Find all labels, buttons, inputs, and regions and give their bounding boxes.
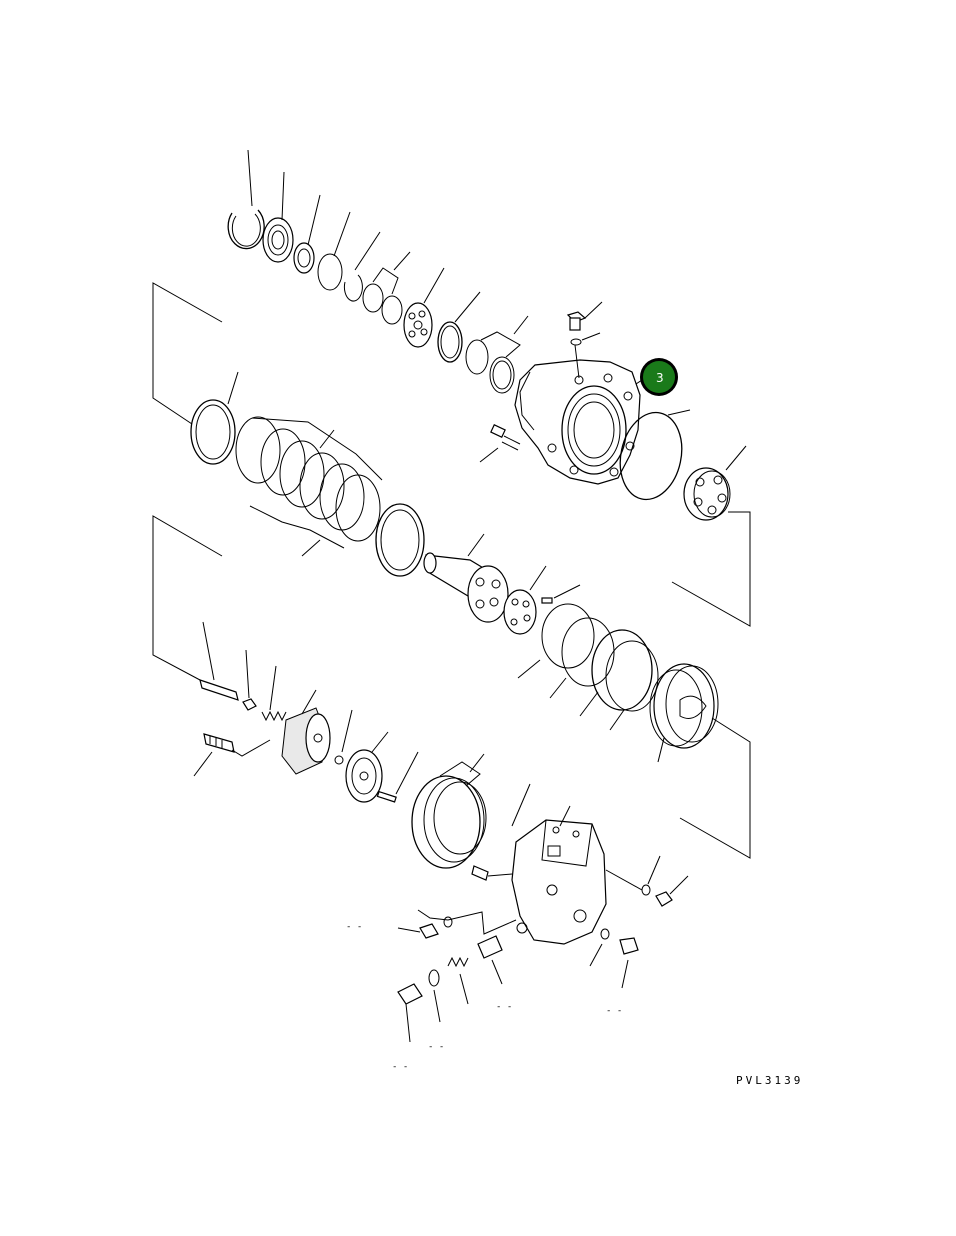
part-oring-lower-right[interactable] bbox=[589, 928, 610, 967]
leader-bracket-left-lower bbox=[152, 515, 223, 681]
part-bolt-top[interactable] bbox=[566, 301, 603, 379]
dash-label-3: - - bbox=[606, 1006, 623, 1016]
leader-bracket-right-upper bbox=[671, 511, 751, 627]
part-cylinder-plate[interactable] bbox=[503, 565, 547, 635]
leader-bracket-right-lower bbox=[679, 717, 751, 859]
leader-bracket-left-upper bbox=[152, 282, 223, 425]
part-spool[interactable] bbox=[477, 935, 503, 985]
part-bearing-lower[interactable] bbox=[345, 731, 389, 803]
callout-badge-3[interactable]: 3 bbox=[640, 358, 678, 396]
part-plug-bottom[interactable] bbox=[397, 983, 423, 1043]
part-valve-body[interactable] bbox=[511, 783, 607, 945]
part-piston-plate[interactable] bbox=[403, 267, 445, 348]
part-bolt-side[interactable] bbox=[479, 424, 521, 463]
part-oring-bottom[interactable] bbox=[428, 969, 441, 1023]
part-snap-ring-2[interactable] bbox=[343, 231, 381, 302]
dash-label-4: - - bbox=[428, 1042, 445, 1052]
top-row-parts bbox=[227, 149, 529, 394]
drawing-code: PVL3139 bbox=[736, 1074, 804, 1087]
part-pin-long[interactable] bbox=[199, 621, 239, 701]
part-ring-3[interactable] bbox=[437, 291, 481, 363]
part-ring-pair[interactable] bbox=[362, 251, 411, 325]
part-spring-1[interactable] bbox=[261, 665, 287, 722]
part-dowel-pin[interactable] bbox=[376, 751, 419, 803]
part-adjust-screw[interactable] bbox=[193, 733, 271, 777]
part-motor-housing[interactable] bbox=[514, 359, 655, 485]
part-ring-pair-2[interactable] bbox=[465, 315, 529, 394]
part-ring-set-middle[interactable] bbox=[517, 603, 659, 731]
part-bolt-right[interactable] bbox=[655, 875, 689, 907]
dash-label-1: - - bbox=[346, 922, 363, 932]
part-drive-shaft[interactable] bbox=[423, 533, 509, 623]
part-ring-gear-lower[interactable] bbox=[411, 753, 487, 869]
part-brake-disc-stack[interactable] bbox=[190, 371, 425, 577]
callout-number: 3 bbox=[656, 371, 664, 385]
part-plug-left[interactable] bbox=[471, 865, 513, 881]
part-small-pin[interactable] bbox=[541, 584, 581, 604]
dash-label-2: - - bbox=[496, 1002, 513, 1012]
part-bearing-2[interactable] bbox=[293, 194, 321, 274]
part-end-cover[interactable] bbox=[649, 663, 719, 763]
part-small-ball[interactable] bbox=[334, 709, 353, 765]
part-valve-plate-right[interactable] bbox=[683, 445, 747, 521]
part-plug-right[interactable] bbox=[619, 937, 639, 989]
part-nut-small[interactable] bbox=[242, 649, 257, 711]
part-oring-1[interactable] bbox=[317, 211, 351, 291]
callout-badge-fill bbox=[643, 361, 675, 393]
part-rotor[interactable] bbox=[281, 689, 331, 775]
part-snap-ring-1[interactable] bbox=[227, 149, 265, 250]
part-bolt-left[interactable] bbox=[397, 909, 517, 939]
part-ball-right[interactable] bbox=[605, 855, 661, 896]
part-large-oring[interactable] bbox=[613, 407, 691, 506]
part-oring-small-left[interactable] bbox=[443, 916, 453, 928]
part-spring-lower[interactable] bbox=[447, 956, 469, 1005]
part-bearing-1[interactable] bbox=[262, 171, 294, 263]
dash-label-5: - - bbox=[392, 1062, 409, 1072]
